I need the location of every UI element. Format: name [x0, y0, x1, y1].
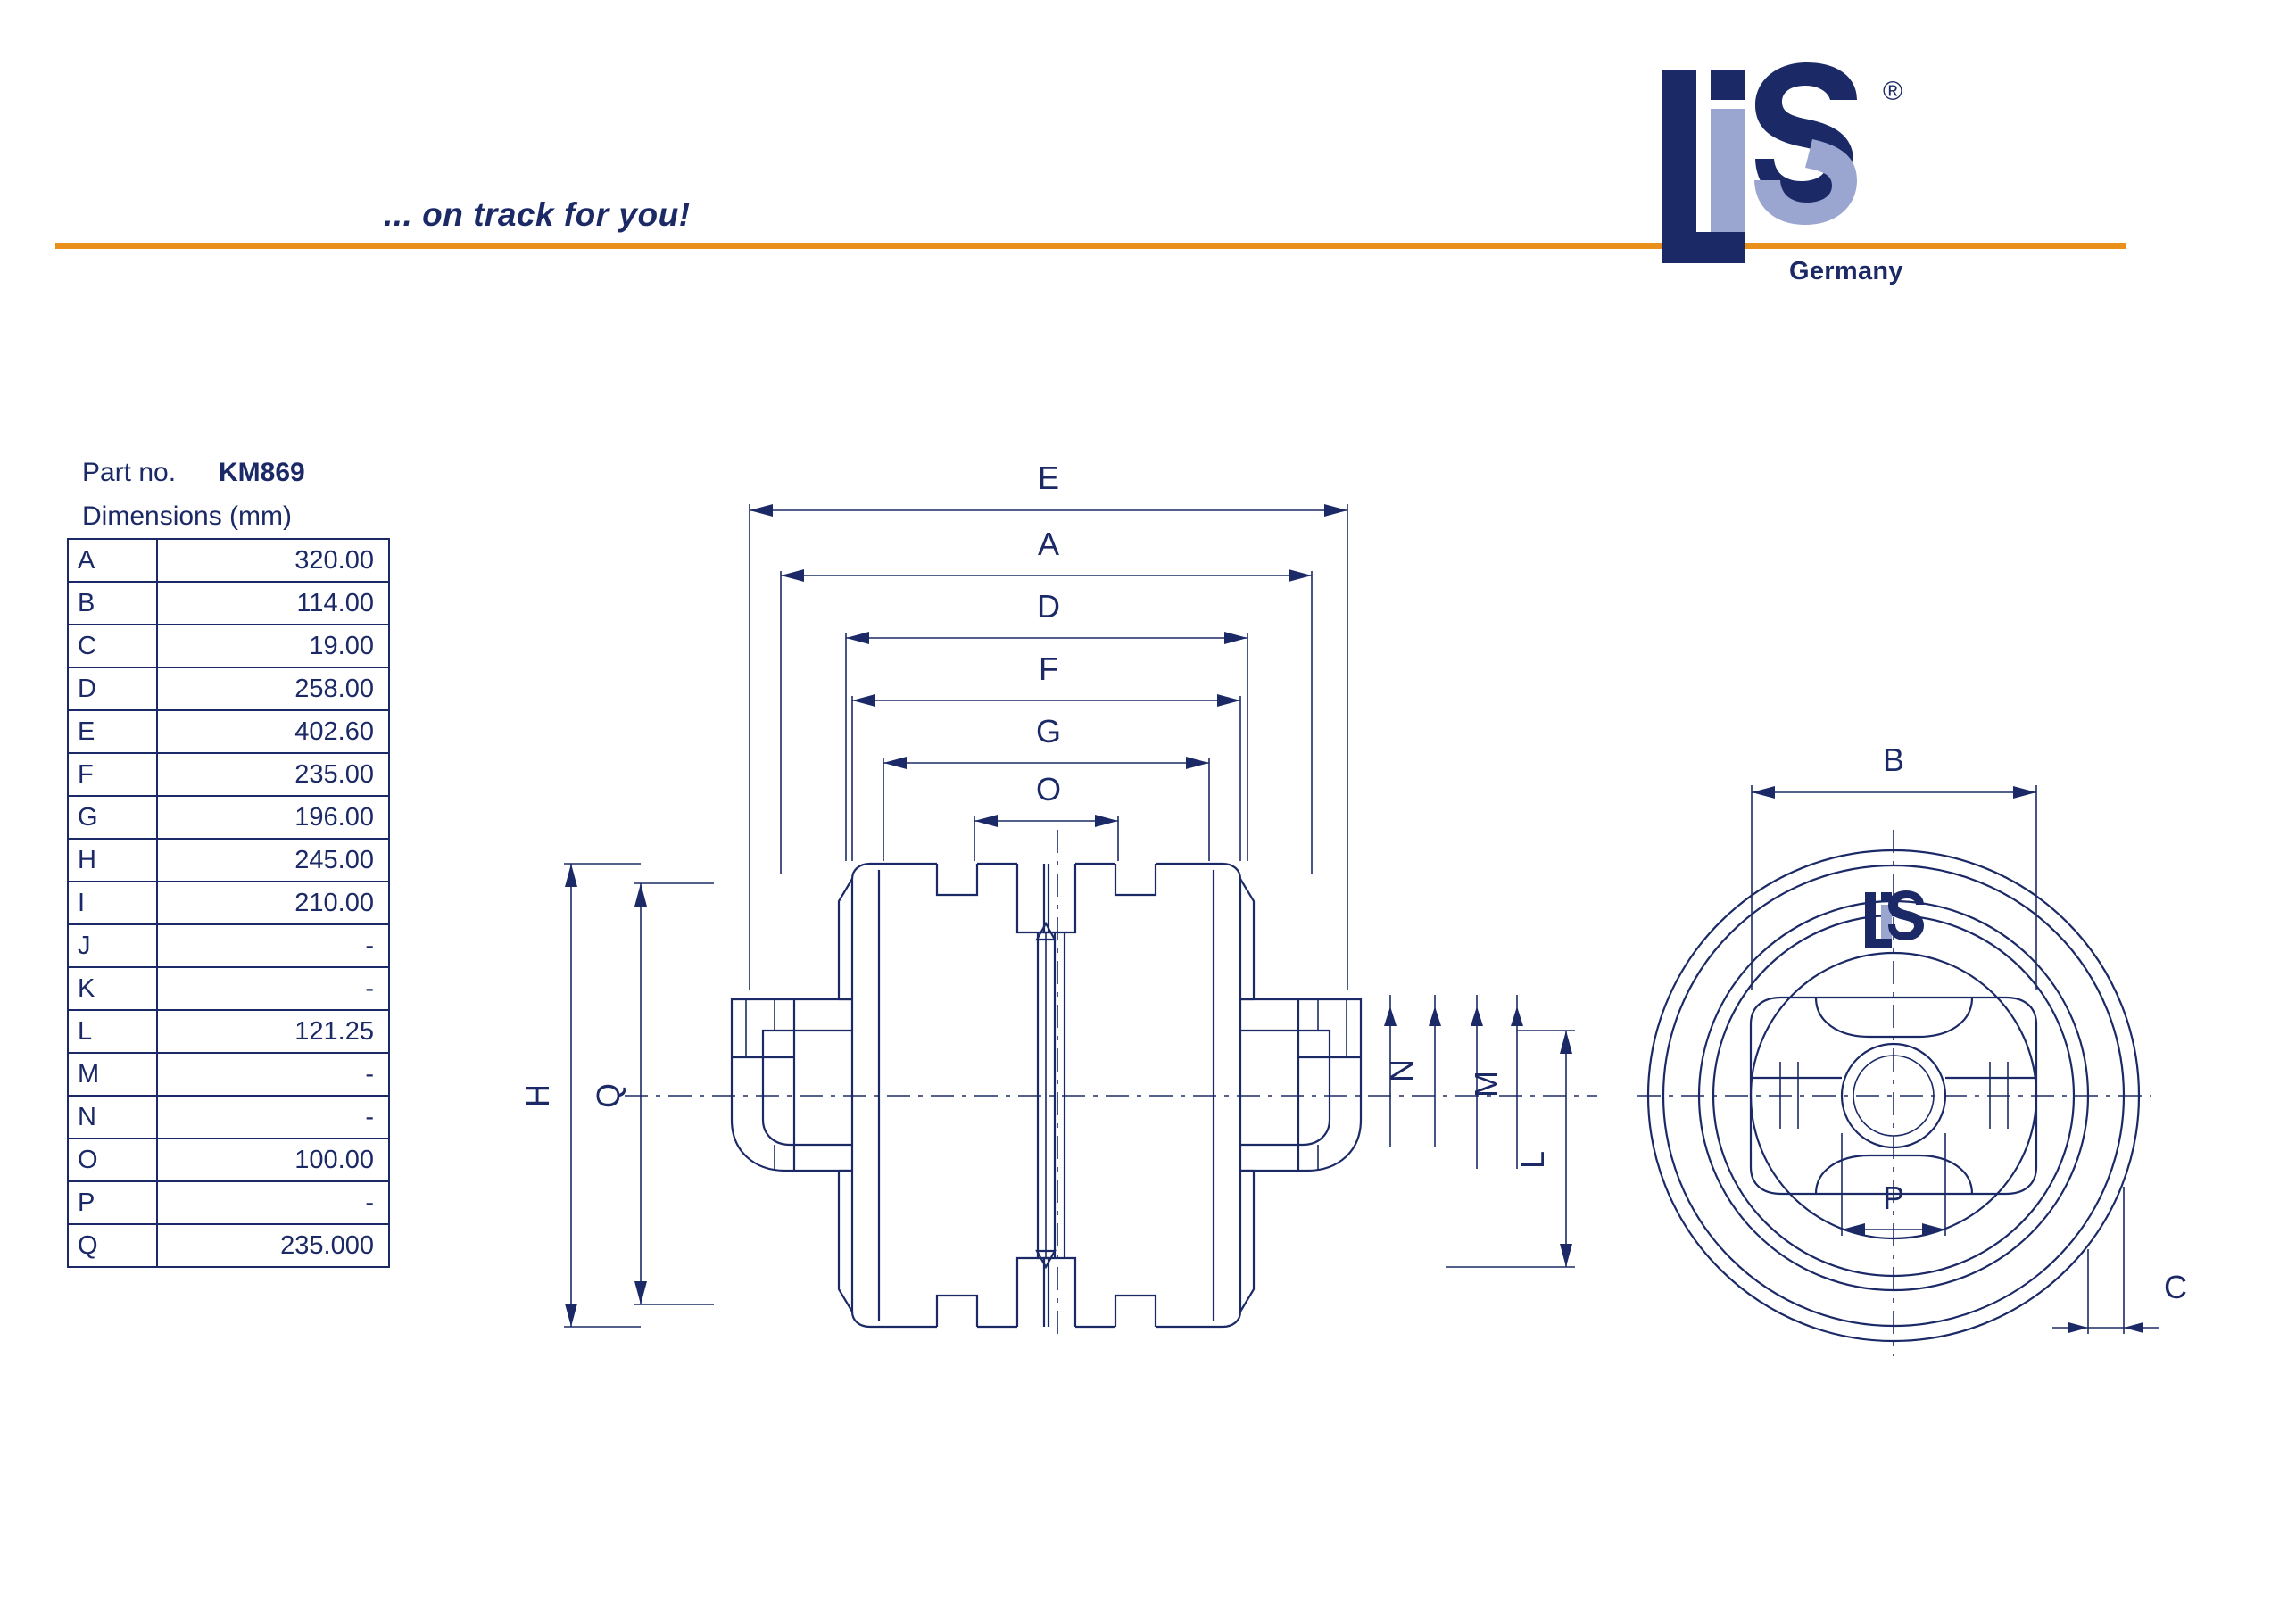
dimension-key: Q [67, 1223, 158, 1268]
dimension-value: 245.00 [156, 838, 390, 882]
front-view: B P C [1637, 741, 2187, 1356]
dimension-key: H [67, 838, 158, 882]
dimension-value: 19.00 [156, 624, 390, 668]
dimension-key: G [67, 795, 158, 840]
dim-label-Q: Q [590, 1083, 626, 1108]
dim-label-P: P [1883, 1180, 1904, 1216]
lis-logo-icon [1662, 62, 1857, 263]
dim-label-F: F [1039, 650, 1058, 687]
dimension-key: D [67, 667, 158, 711]
dimension-value: 196.00 [156, 795, 390, 840]
section-view: E A D F [519, 460, 1597, 1338]
table-row: P- [67, 1180, 390, 1225]
dim-label-G: G [1036, 713, 1061, 749]
dimension-key: P [67, 1180, 158, 1225]
dimension-key: B [67, 581, 158, 625]
table-row: M- [67, 1052, 390, 1097]
dim-label-A: A [1038, 526, 1059, 562]
dimension-value: 100.00 [156, 1138, 390, 1182]
dimension-value: 121.25 [156, 1009, 390, 1054]
dimension-value: 114.00 [156, 581, 390, 625]
dimension-key: K [67, 966, 158, 1011]
table-row: N- [67, 1095, 390, 1139]
dimension-key: O [67, 1138, 158, 1182]
dimension-value: - [156, 966, 390, 1011]
dimension-value: - [156, 1095, 390, 1139]
dimension-key: M [67, 1052, 158, 1097]
dim-label-N: N [1383, 1059, 1420, 1082]
dim-label-M: M [1468, 1071, 1504, 1097]
dimension-key: I [67, 881, 158, 925]
dimension-key: C [67, 624, 158, 668]
dimension-value: 235.000 [156, 1223, 390, 1268]
dimension-value: 210.00 [156, 881, 390, 925]
dim-label-C: C [2164, 1269, 2187, 1305]
dimension-key: N [67, 1095, 158, 1139]
dimension-value: - [156, 1052, 390, 1097]
part-no-label: Part no. [82, 458, 177, 487]
dim-label-E: E [1038, 460, 1059, 496]
dimension-key: J [67, 923, 158, 968]
dimension-value: 258.00 [156, 667, 390, 711]
dimension-key: A [67, 538, 158, 583]
dimension-value: - [156, 923, 390, 968]
dimension-key: E [67, 709, 158, 754]
dimension-value: 402.60 [156, 709, 390, 754]
part-no-value: KM869 [219, 458, 305, 487]
dimension-key: L [67, 1009, 158, 1054]
dim-label-H: H [519, 1084, 556, 1107]
dim-label-D: D [1037, 588, 1060, 625]
registered-mark: ® [1883, 77, 1903, 106]
hub-logo-icon [1865, 890, 1924, 948]
logo-country-label: Germany [1789, 257, 1903, 286]
dimension-value: 320.00 [156, 538, 390, 583]
dimension-key: F [67, 752, 158, 797]
dimension-value: 235.00 [156, 752, 390, 797]
dimensions-caption: Dimensions (mm) [82, 501, 293, 531]
tagline: ... on track for you! [384, 196, 691, 233]
dim-label-O: O [1036, 771, 1061, 807]
table-row: K- [67, 966, 390, 1011]
header-divider [55, 243, 2126, 249]
dim-label-B: B [1883, 741, 1904, 778]
dimension-value: - [156, 1180, 390, 1225]
table-row: J- [67, 923, 390, 968]
dim-label-L: L [1514, 1151, 1551, 1169]
